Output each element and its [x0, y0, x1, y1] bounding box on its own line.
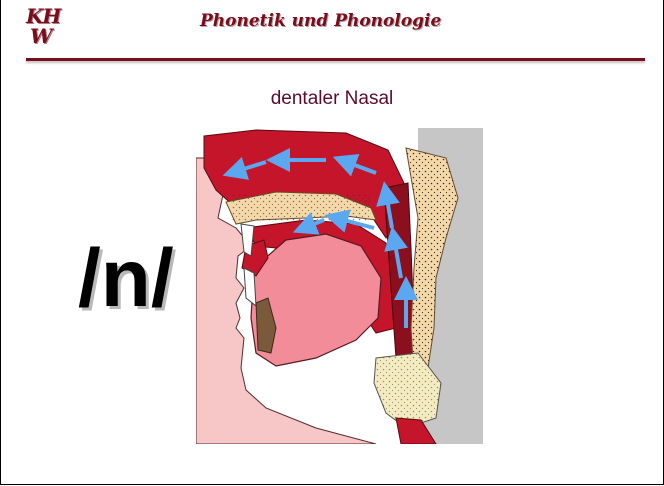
vocal-tract-diagram: [196, 128, 483, 444]
logo-line-2: W: [30, 26, 52, 46]
lower-teeth: [244, 268, 256, 306]
phoneme-symbol: /n/: [78, 238, 174, 320]
palate-dots: [231, 194, 371, 222]
khw-logo: KH W: [26, 6, 70, 56]
logo-line-1: KH: [26, 6, 60, 26]
header-divider: [26, 58, 645, 61]
slide-title: dentaler Nasal: [0, 88, 664, 110]
header-title: Phonetik und Phonologie: [200, 11, 441, 31]
